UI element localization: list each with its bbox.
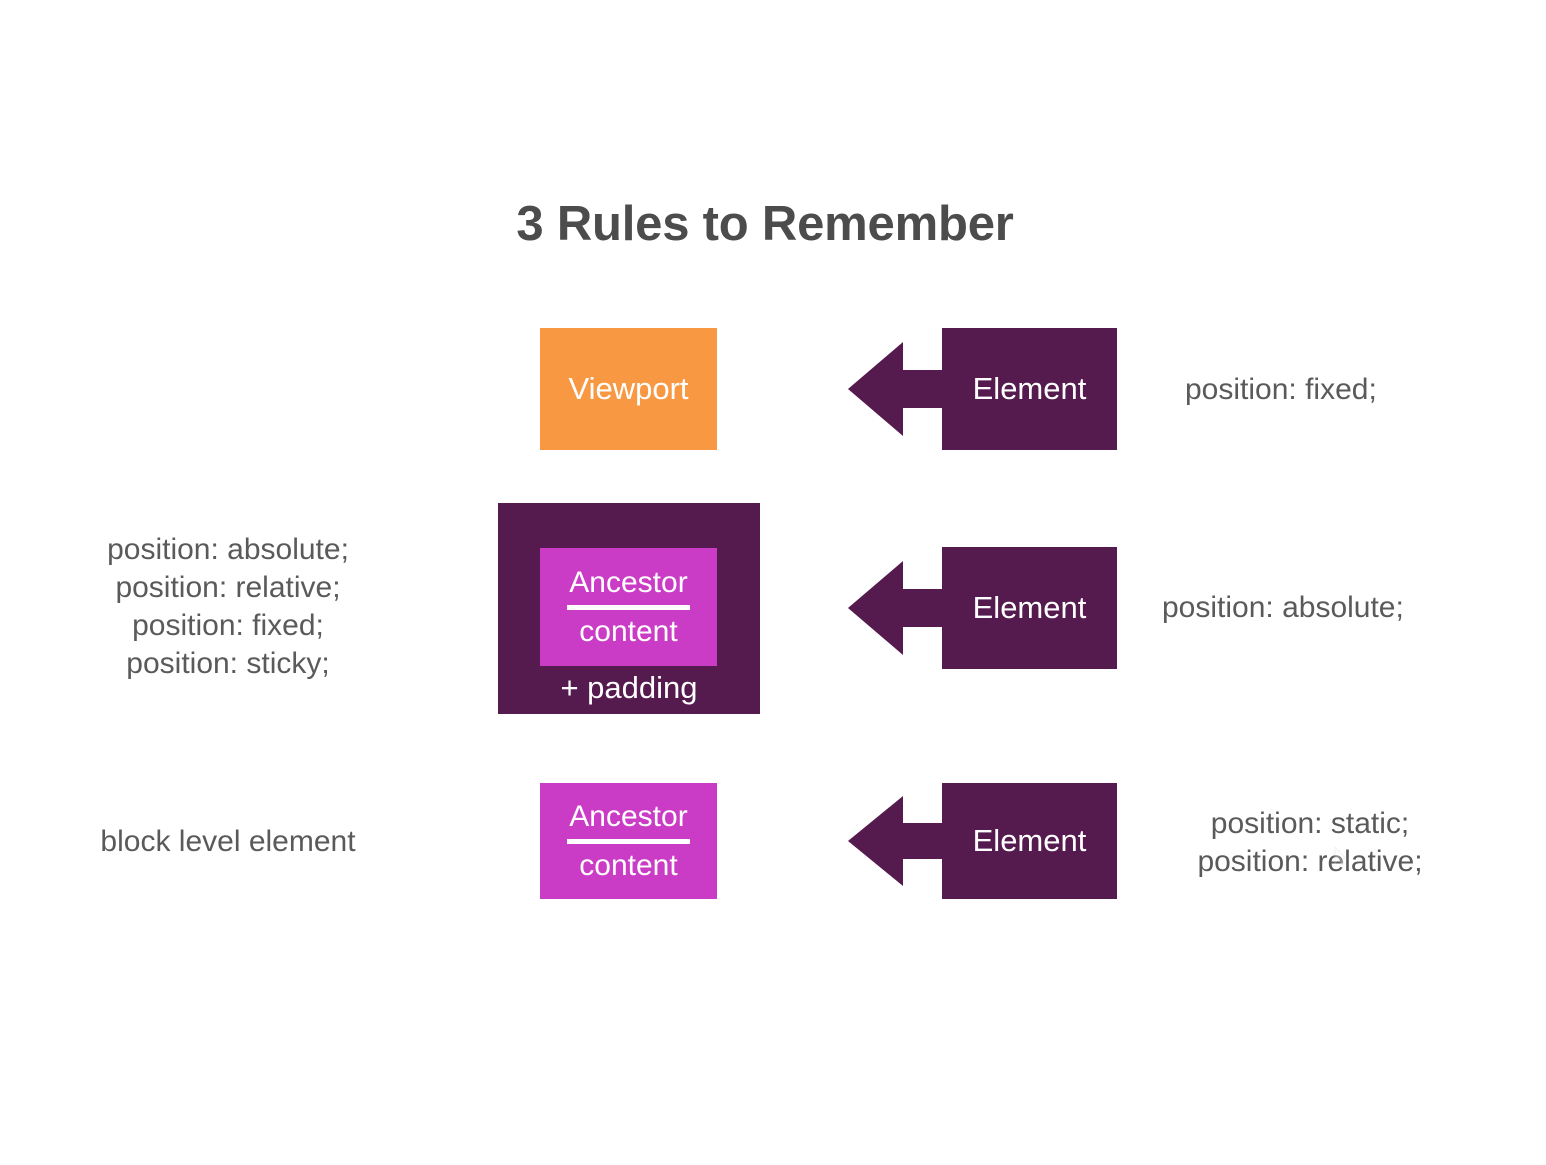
element-box-label-row1: Element <box>972 371 1087 406</box>
ancestor-denominator-row2: content <box>579 614 678 648</box>
arrow-left-icon <box>848 328 1117 450</box>
ancestor-content-box-row3: Ancestor content <box>540 783 717 899</box>
arrow-left-icon <box>848 783 1117 899</box>
viewport-box-label: Viewport <box>568 371 689 406</box>
page-title: 3 Rules to Remember <box>0 196 1546 252</box>
arrow-left-icon <box>848 547 1117 669</box>
ancestor-fraction-row3: Ancestor content <box>567 798 690 885</box>
ancestor-denominator-row3: content <box>579 848 678 882</box>
element-arrow-group-row2: Element <box>848 547 1117 669</box>
element-box-label-row3: Element <box>972 823 1087 858</box>
ancestor-fraction-row2: Ancestor content <box>567 564 690 651</box>
element-box-label-row2: Element <box>972 590 1087 625</box>
padding-caption: + padding <box>560 670 698 705</box>
page-title-text: 3 Rules to Remember <box>516 197 1014 251</box>
rule-label-right-row1: position: fixed; <box>1185 373 1377 406</box>
ancestor-numerator-row2: Ancestor <box>569 565 688 599</box>
fraction-bar-icon <box>567 838 690 844</box>
element-arrow-group-row1: Element <box>848 328 1117 450</box>
fraction-bar-icon <box>567 604 690 610</box>
rule-label-left-row3: block level element <box>100 825 356 858</box>
ancestor-content-box-row2: Ancestor content <box>540 548 717 666</box>
ancestor-numerator-row3: Ancestor <box>569 799 688 833</box>
rule-label-left-row2: position: absolute; position: relative; … <box>107 533 349 680</box>
rule-label-right-row3: position: static; position: relative; <box>1197 807 1423 878</box>
rule-label-right-row2: position: absolute; <box>1162 591 1404 624</box>
viewport-box: Viewport <box>540 328 717 450</box>
element-arrow-group-row3: Element <box>848 783 1117 899</box>
